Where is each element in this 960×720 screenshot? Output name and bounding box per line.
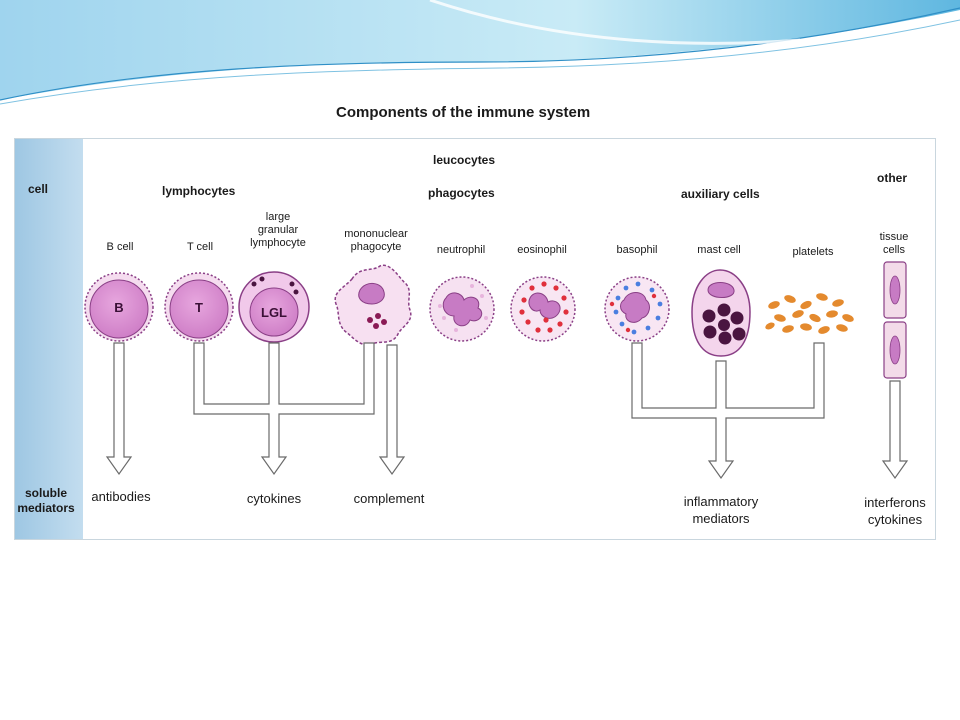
arrow-b-cell xyxy=(105,342,133,476)
label-platelets: platelets xyxy=(792,246,834,258)
group-other: other xyxy=(877,171,907,185)
mark-lgl: LGL xyxy=(261,305,287,320)
label-neutrophil: neutrophil xyxy=(436,244,486,256)
mediator-complement: complement xyxy=(353,491,425,506)
label-eosinophil: eosinophil xyxy=(517,244,567,256)
mark-t: T xyxy=(195,300,203,315)
arrow-cytokines xyxy=(193,342,375,476)
lgl-cell-icon xyxy=(238,271,310,343)
diagram-title: Components of the immune system xyxy=(336,104,591,121)
group-phagocytes: phagocytes xyxy=(428,186,495,200)
mediator-interferons-cytokines: interferons cytokines xyxy=(864,495,926,527)
mast-cell-icon xyxy=(691,269,751,357)
label-basophil: basophil xyxy=(616,244,658,256)
label-tissue-cells: tissue cells xyxy=(879,231,909,256)
arrow-interferons xyxy=(881,380,909,480)
row-label-bar xyxy=(15,139,83,539)
header-swoosh xyxy=(0,0,960,105)
label-mast-cell: mast cell xyxy=(697,244,741,256)
row-label-cell: cell xyxy=(28,182,49,196)
arrow-complement xyxy=(378,344,406,476)
mononuclear-phagocyte-icon xyxy=(334,264,412,346)
row-label-soluble-mediators: soluble mediators xyxy=(17,486,75,515)
t-cell-icon xyxy=(164,272,234,342)
mark-b: B xyxy=(114,300,124,315)
tissue-cells-icon xyxy=(883,261,907,379)
mediator-cytokines: cytokines xyxy=(246,491,302,506)
mediator-antibodies: antibodies xyxy=(91,489,151,504)
label-lgl: large granular lymphocyte xyxy=(250,211,306,249)
group-auxiliary-cells: auxiliary cells xyxy=(681,187,760,201)
label-mononuclear-phagocyte: mononuclear phagocyte xyxy=(344,228,408,253)
group-lymphocytes: lymphocytes xyxy=(162,184,236,198)
label-t-cell: T cell xyxy=(186,241,214,253)
arrow-inflammatory xyxy=(631,342,825,480)
group-leucocytes: leucocytes xyxy=(433,153,496,167)
label-b-cell: B cell xyxy=(106,241,134,253)
basophil-icon xyxy=(604,276,670,342)
eosinophil-icon xyxy=(510,276,576,342)
diagram-panel xyxy=(14,138,936,540)
mediator-inflammatory: inflammatory mediators xyxy=(683,494,759,526)
b-cell-icon xyxy=(84,272,154,342)
neutrophil-icon xyxy=(429,276,495,342)
platelets-icon xyxy=(765,293,854,334)
